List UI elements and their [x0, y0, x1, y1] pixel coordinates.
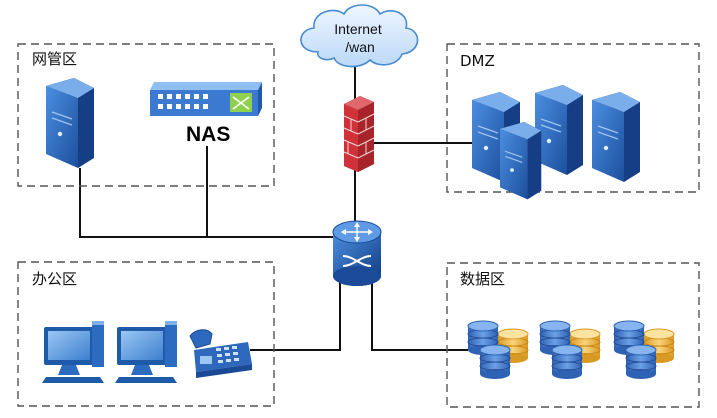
dmz-server-icon-2 [534, 84, 584, 176]
computer-icon-1 [42, 321, 104, 383]
cloud-label-line2: /wan [345, 39, 375, 55]
switch-icon [150, 82, 262, 116]
zone-dmz-label: DMZ [460, 52, 495, 70]
router-icon [332, 220, 382, 286]
nas-label: NAS [186, 123, 230, 146]
zone-data-label: 数据区 [460, 270, 505, 288]
zone-management-border [17, 43, 275, 187]
database-icon-3 [613, 320, 675, 380]
firewall-icon [343, 96, 375, 172]
database-icon-1 [467, 320, 529, 380]
zone-office-label: 办公区 [32, 270, 77, 288]
zone-dmz: DMZ [446, 43, 700, 193]
zone-data-border [446, 262, 700, 408]
computer-icon-2 [115, 321, 177, 383]
link-router-data [371, 262, 468, 351]
zone-management-label: 网管区 [32, 50, 77, 68]
phone-icon [189, 329, 252, 378]
zone-data: 数据区 [446, 262, 700, 408]
zone-dmz-border [446, 43, 700, 193]
server-icon [45, 77, 95, 169]
cloud-icon: Internet /wan [300, 4, 419, 68]
zone-office: 办公区 [17, 261, 275, 407]
dmz-server-icon-4 [499, 121, 542, 201]
cloud-label-line1: Internet [334, 21, 382, 37]
zone-office-border [17, 261, 275, 407]
network-links [79, 62, 502, 351]
database-icon-2 [539, 320, 601, 380]
link-management-router [79, 168, 335, 238]
dmz-server-icon-3 [591, 91, 641, 183]
zone-management: 网管区 [17, 43, 275, 187]
link-router-office [250, 265, 341, 351]
